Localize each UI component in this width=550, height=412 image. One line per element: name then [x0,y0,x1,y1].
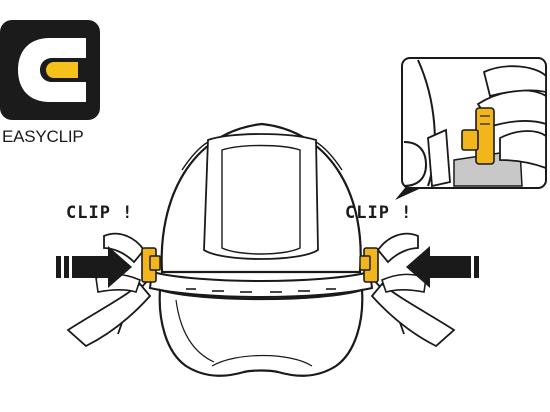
right-hand [370,232,456,348]
left-arrow-icon [56,246,132,288]
easyclip-logo-text: EASYCLIP [2,127,84,146]
clip-label-left: CLIP ! [66,203,134,223]
left-hand [66,232,152,348]
clip-detail-inset [395,57,547,200]
clip-label-right: CLIP ! [345,203,413,223]
left-clip [141,247,161,283]
right-clip [359,247,379,283]
right-arrow-icon [406,246,479,288]
easyclip-logo-icon [0,20,100,120]
helmet [117,122,405,377]
